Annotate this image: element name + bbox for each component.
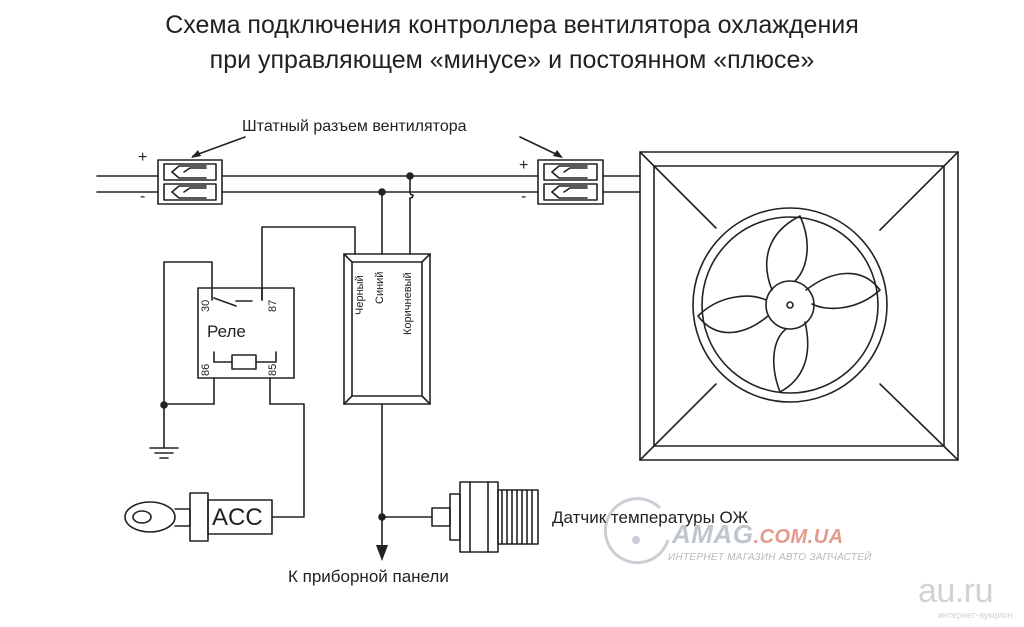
junction-dot-minus [378, 188, 386, 196]
controller-wires [261, 175, 414, 546]
ground-symbol [149, 447, 179, 459]
dashboard-label: К приборной панели [288, 567, 449, 586]
ignition-key [124, 492, 273, 542]
relay-wiring [163, 261, 305, 518]
wire-label-black: Черный [354, 275, 366, 315]
diagram-title-line-1: Схема подключения контроллера вентилятор… [165, 11, 859, 39]
relay [197, 287, 295, 405]
amag-watermark-tagline: ИНТЕРНЕТ МАГАЗИН АВТО ЗАПЧАСТЕЙ [668, 552, 872, 563]
left-plus-sign: + [138, 149, 148, 166]
relay-pin-85: 85 [267, 363, 279, 376]
wire-label-brown: Коричневый [402, 272, 414, 335]
diagram-title-line-2: при управляющем «минусе» и постоянном «п… [209, 46, 815, 74]
sensor-junction [378, 513, 386, 521]
auru-watermark-brand: au.ru [918, 572, 994, 610]
connector-label-arrows [192, 136, 561, 157]
amag-watermark-brand: AMAG.COM.UA [672, 519, 844, 549]
right-fan-connector [537, 159, 604, 205]
auru-watermark-tagline: интернет-аукцион [938, 610, 1013, 620]
right-plus-sign: + [519, 157, 529, 174]
wire-label-blue: Синий [374, 271, 386, 304]
amag-watermark-logo [603, 497, 670, 565]
temperature-sensor [381, 481, 539, 553]
relay-ground-junction [160, 401, 168, 409]
right-minus-sign: - [521, 188, 527, 205]
junction-dot-plus [406, 172, 414, 180]
relay-pin-87: 87 [267, 299, 279, 312]
left-minus-sign: - [140, 188, 146, 205]
cooling-fan [639, 151, 959, 461]
acc-label: ACC [212, 504, 263, 531]
left-fan-connector [157, 159, 223, 205]
relay-pin-30: 30 [200, 299, 212, 312]
fan-controller-box [343, 253, 431, 405]
relay-label: Реле [207, 322, 246, 341]
sensor-label: Датчик температуры ОЖ [552, 508, 749, 527]
dashboard-arrow [376, 545, 388, 561]
connector-label: Штатный разъем вентилятора [242, 118, 467, 135]
relay-pin-86: 86 [200, 363, 212, 376]
